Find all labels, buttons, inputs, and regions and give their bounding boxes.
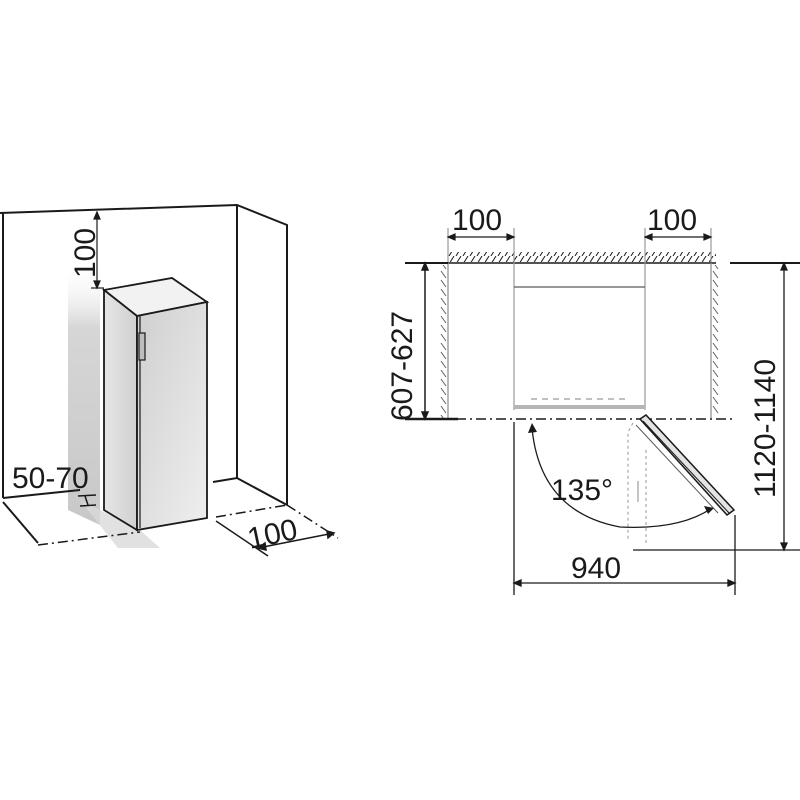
label-depth: 607-627 [386,311,419,421]
room-walls [0,203,288,544]
dimension-side-gap [77,494,97,507]
dimension-total-depth [633,261,800,552]
wall-hatch-sides [440,263,719,418]
label-side-gap: 50-70 [12,462,89,495]
dimension-right-clearance [643,233,713,241]
dimension-depth [405,261,458,421]
dimension-side-clearance [215,520,336,557]
label-total-width: 940 [571,552,621,585]
label-right-clearance: 100 [647,204,697,237]
appliance-perspective [101,277,210,532]
door-handle [138,332,146,361]
label-left-clearance: 100 [452,204,502,237]
label-top-clearance: 100 [69,228,102,278]
floor-reference-lines [37,504,339,546]
door-open [627,414,736,546]
dimension-top-clearance [91,210,104,290]
appliance-plan [514,286,645,409]
dimension-left-clearance [446,233,516,241]
label-total-depth: 1120-1140 [749,359,782,498]
wall-hatch-top [448,252,716,264]
clearance-guides [447,228,712,410]
label-door-angle: 135° [551,474,613,507]
door-swing-arc [528,423,714,528]
wall-shadow [68,262,160,548]
dimension-total-width [512,422,737,595]
